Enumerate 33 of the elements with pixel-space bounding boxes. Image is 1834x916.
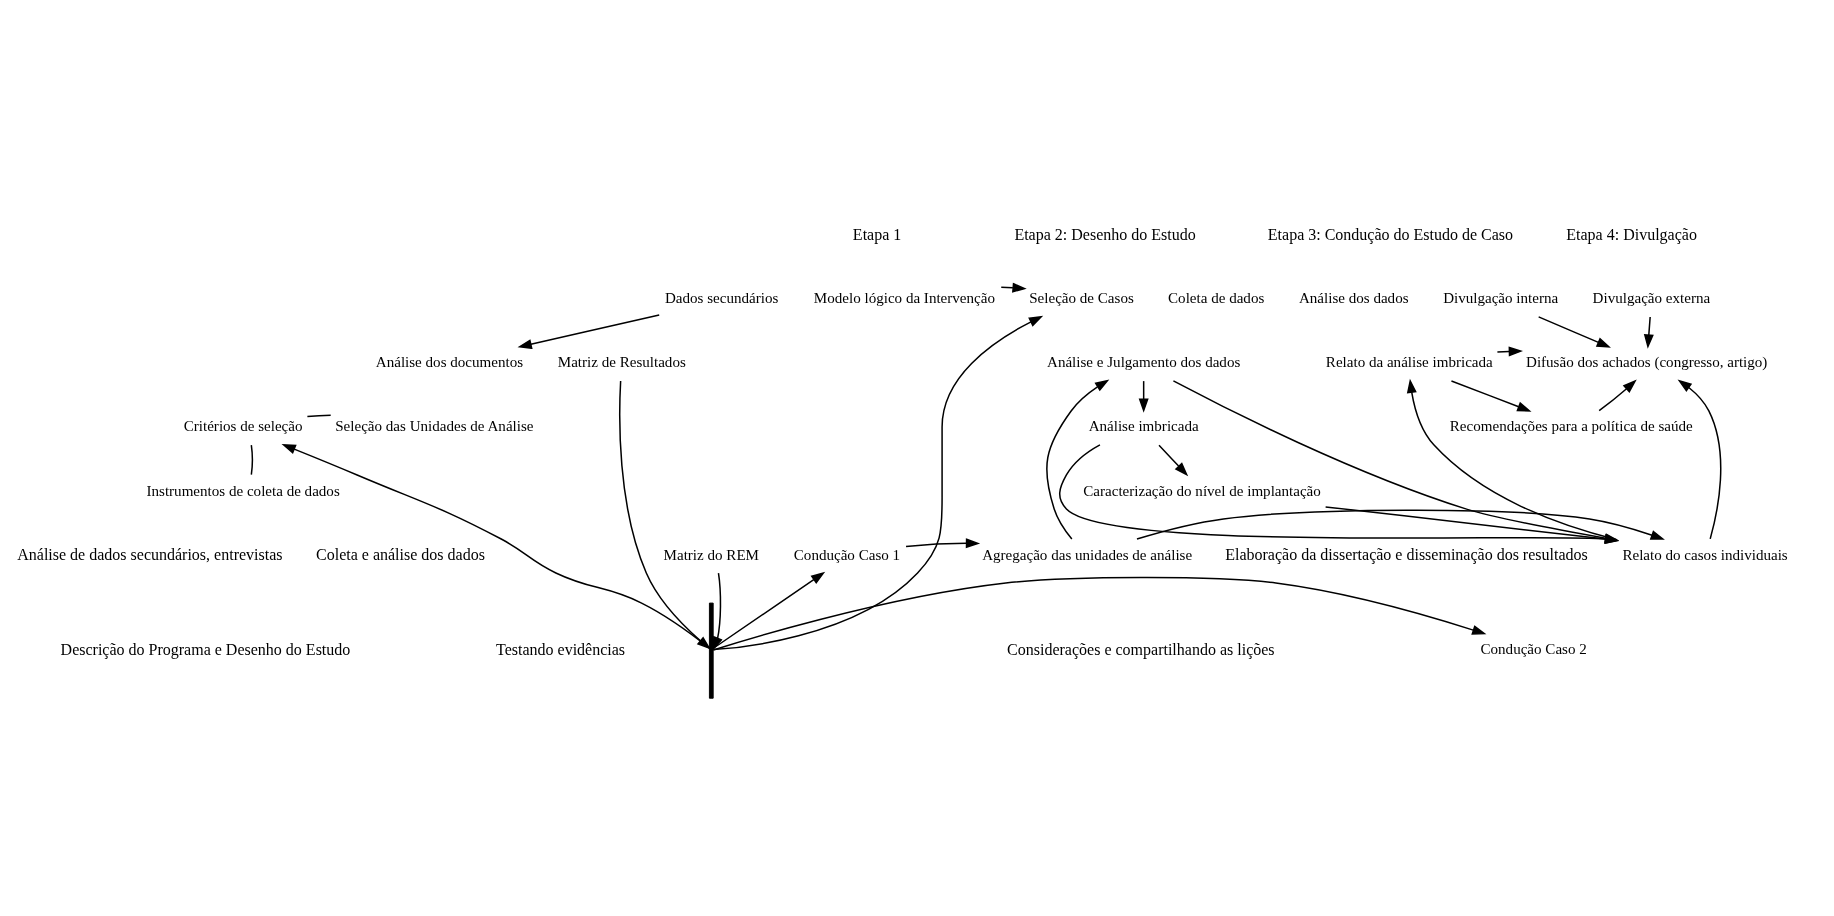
label: Etapa 2: Desenho do Estudo [1014, 225, 1196, 243]
node-text: Seleção das Unidades de Análise [335, 417, 534, 434]
node-text: Seleção de Casos [1029, 289, 1134, 306]
label: Etapa 4: Divulgação [1566, 225, 1697, 243]
node-text: Critérios de seleção [183, 417, 303, 434]
node-text: Recomendações para a política de saúde [1449, 417, 1693, 434]
node-text: Análise e Julgamento dos dados [1047, 353, 1241, 370]
label: Elaboração da dissertação e disseminação dos resultados [1225, 545, 1588, 563]
node-text: Agregação das unidades de análise [982, 546, 1193, 563]
label: Coleta e análise dos dados [316, 545, 485, 563]
node-text: Análise imbricada [1088, 417, 1199, 434]
node-text: Condução Caso 1 [793, 546, 901, 563]
node-text: Análise dos documentos [375, 353, 524, 370]
label: Descrição do Programa e Desenho do Estudo [60, 640, 351, 658]
label: Testando evidências [496, 640, 626, 658]
node-text: Divulgação externa [1592, 289, 1711, 306]
label: Análise de dados secundários, entrevistas [17, 545, 283, 563]
node-text: Análise dos dados [1298, 289, 1409, 306]
node-text: Divulgação interna [1443, 289, 1559, 306]
node-text: Coleta de dados [1168, 289, 1265, 306]
node-text: Caracterização do nível de implantação [1083, 482, 1321, 499]
node-text: Relato do casos individuais [1622, 546, 1788, 563]
label: Considerações e compartilhando as lições [1007, 640, 1275, 658]
node-text: Modelo lógico da Intervenção [813, 289, 995, 306]
node-text: Dados secundários [664, 289, 779, 306]
node-text: Condução Caso 2 [1480, 640, 1587, 657]
node-text: Matriz de Resultados [557, 353, 686, 370]
node-text: Matriz do REM [663, 546, 759, 563]
node-text: Difusão dos achados (congresso, artigo) [1526, 353, 1768, 370]
node-text: Relato da análise imbricada [1325, 353, 1493, 370]
label: Etapa 1 [852, 225, 902, 243]
node-text: Instrumentos de coleta de dados [146, 482, 340, 499]
label: Etapa 3: Condução do Estudo de Caso [1267, 225, 1514, 243]
